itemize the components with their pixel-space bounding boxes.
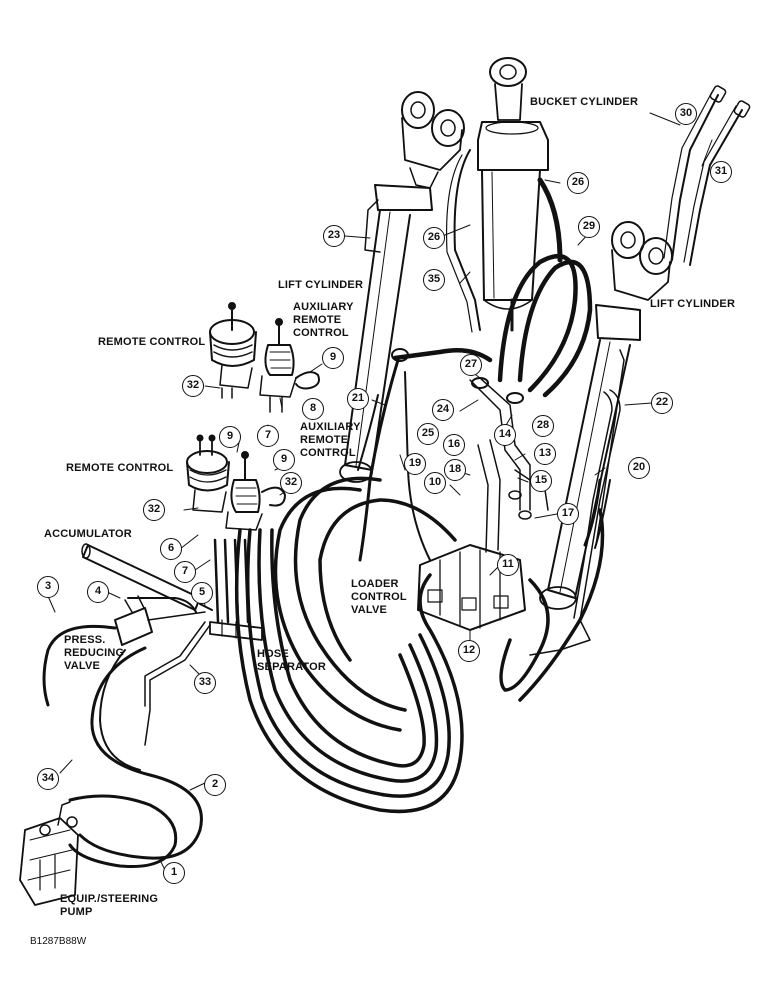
- callout-21: 21: [347, 388, 369, 410]
- hs-line1: HOSE: [257, 648, 289, 660]
- tube-33: [144, 621, 211, 746]
- hose-bundle: [234, 476, 605, 814]
- callout-15: 15: [530, 470, 552, 492]
- callout-13: 13: [534, 443, 556, 465]
- aux-remote-control-top-label: AUXILIARY REMOTE CONTROL: [293, 301, 354, 340]
- callout-2: 2: [204, 774, 226, 796]
- callout-28: 28: [532, 415, 554, 437]
- callout-26-left: 26: [423, 227, 445, 249]
- callout-11: 11: [497, 554, 519, 576]
- callout-6: 6: [160, 538, 182, 560]
- loader-control-valve: [417, 544, 526, 631]
- callout-9-mid-a: 9: [219, 426, 241, 448]
- callout-3: 3: [37, 576, 59, 598]
- callout-26-right: 26: [567, 172, 589, 194]
- remote-control-mid: [186, 434, 230, 513]
- hs-line2: SEPARATOR: [257, 661, 327, 673]
- callout-14: 14: [494, 424, 516, 446]
- valve-tubes: [391, 348, 549, 553]
- callout-4: 4: [87, 581, 109, 603]
- callout-17: 17: [557, 503, 579, 525]
- leader-lines: [47, 112, 713, 871]
- callout-32-top: 32: [182, 375, 204, 397]
- bucket-cylinder-label: BUCKET CYLINDER: [530, 96, 639, 108]
- aux-mid-line3: CONTROL: [300, 447, 356, 459]
- callout-32-mid-a: 32: [143, 499, 165, 521]
- callout-10: 10: [424, 472, 446, 494]
- callout-27: 27: [460, 354, 482, 376]
- pump-label: EQUIP./STEERING PUMP: [60, 893, 158, 919]
- aux-remote-control-top: [221, 318, 320, 413]
- aux-top-line2: REMOTE: [293, 314, 342, 326]
- accumulator-label: ACCUMULATOR: [44, 528, 132, 540]
- callout-35: 35: [423, 269, 445, 291]
- pump-line1: EQUIP./STEERING: [60, 893, 159, 905]
- callout-8: 8: [302, 398, 324, 420]
- prv-line2: REDUCING: [64, 647, 125, 659]
- callout-23: 23: [323, 225, 345, 247]
- tubes-30-31: [663, 85, 751, 266]
- callout-1: 1: [163, 862, 185, 884]
- lift-cylinder-label-left: LIFT CYLINDER: [278, 279, 364, 291]
- bucket-cylinder: [477, 57, 563, 332]
- callout-7-mid: 7: [174, 561, 196, 583]
- callout-7-top: 7: [257, 425, 279, 447]
- callout-29: 29: [578, 216, 600, 238]
- aux-top-line3: CONTROL: [293, 327, 349, 339]
- callout-22: 22: [651, 392, 673, 414]
- lift-cylinder-label-right: LIFT CYLINDER: [650, 298, 736, 310]
- figure-code: B1287B88W: [30, 936, 87, 947]
- lcv-line1: LOADER: [351, 578, 399, 590]
- cylinder-hoses: [392, 149, 593, 398]
- callout-30: 30: [675, 103, 697, 125]
- hose-separator: [209, 538, 263, 641]
- callout-5: 5: [191, 582, 213, 604]
- callout-9-mid-b: 9: [273, 449, 295, 471]
- callout-33: 33: [194, 672, 216, 694]
- right-lift-cylinder: [539, 221, 673, 610]
- prv-line1: PRESS.: [64, 634, 106, 646]
- callout-18: 18: [444, 459, 466, 481]
- remote-control-mid-label: REMOTE CONTROL: [66, 462, 174, 474]
- callout-20: 20: [628, 457, 650, 479]
- aux-mid-line2: REMOTE: [300, 434, 349, 446]
- equip-steering-pump: [19, 801, 79, 906]
- callout-25: 25: [417, 423, 439, 445]
- press-reducing-valve-label: PRESS. REDUCING VALVE: [64, 634, 124, 673]
- callout-32-mid-b: 32: [280, 472, 302, 494]
- press-reducing-valve: [114, 595, 206, 646]
- callout-16: 16: [443, 434, 465, 456]
- aux-top-line1: AUXILIARY: [293, 301, 354, 313]
- prv-line3: VALVE: [64, 660, 101, 672]
- lcv-line2: CONTROL: [351, 591, 407, 603]
- aux-mid-line1: AUXILIARY: [300, 421, 361, 433]
- callout-19: 19: [404, 453, 426, 475]
- remote-control-top: [209, 302, 257, 389]
- aux-remote-control-mid-label: AUXILIARY REMOTE CONTROL: [300, 421, 361, 460]
- callout-24: 24: [432, 399, 454, 421]
- pump-line2: PUMP: [60, 906, 93, 918]
- tube-22: [529, 389, 621, 656]
- lcv-line3: VALVE: [351, 604, 388, 616]
- aux-remote-control-mid: [225, 451, 286, 531]
- pump-hoses: [42, 624, 203, 869]
- remote-control-top-label: REMOTE CONTROL: [98, 336, 206, 348]
- callout-31: 31: [710, 161, 732, 183]
- callout-34: 34: [37, 768, 59, 790]
- loader-control-valve-label: LOADER CONTROL VALVE: [351, 578, 407, 617]
- callout-9-top: 9: [322, 347, 344, 369]
- callout-12: 12: [458, 640, 480, 662]
- hose-separator-label: HOSE SEPARATOR: [257, 648, 326, 674]
